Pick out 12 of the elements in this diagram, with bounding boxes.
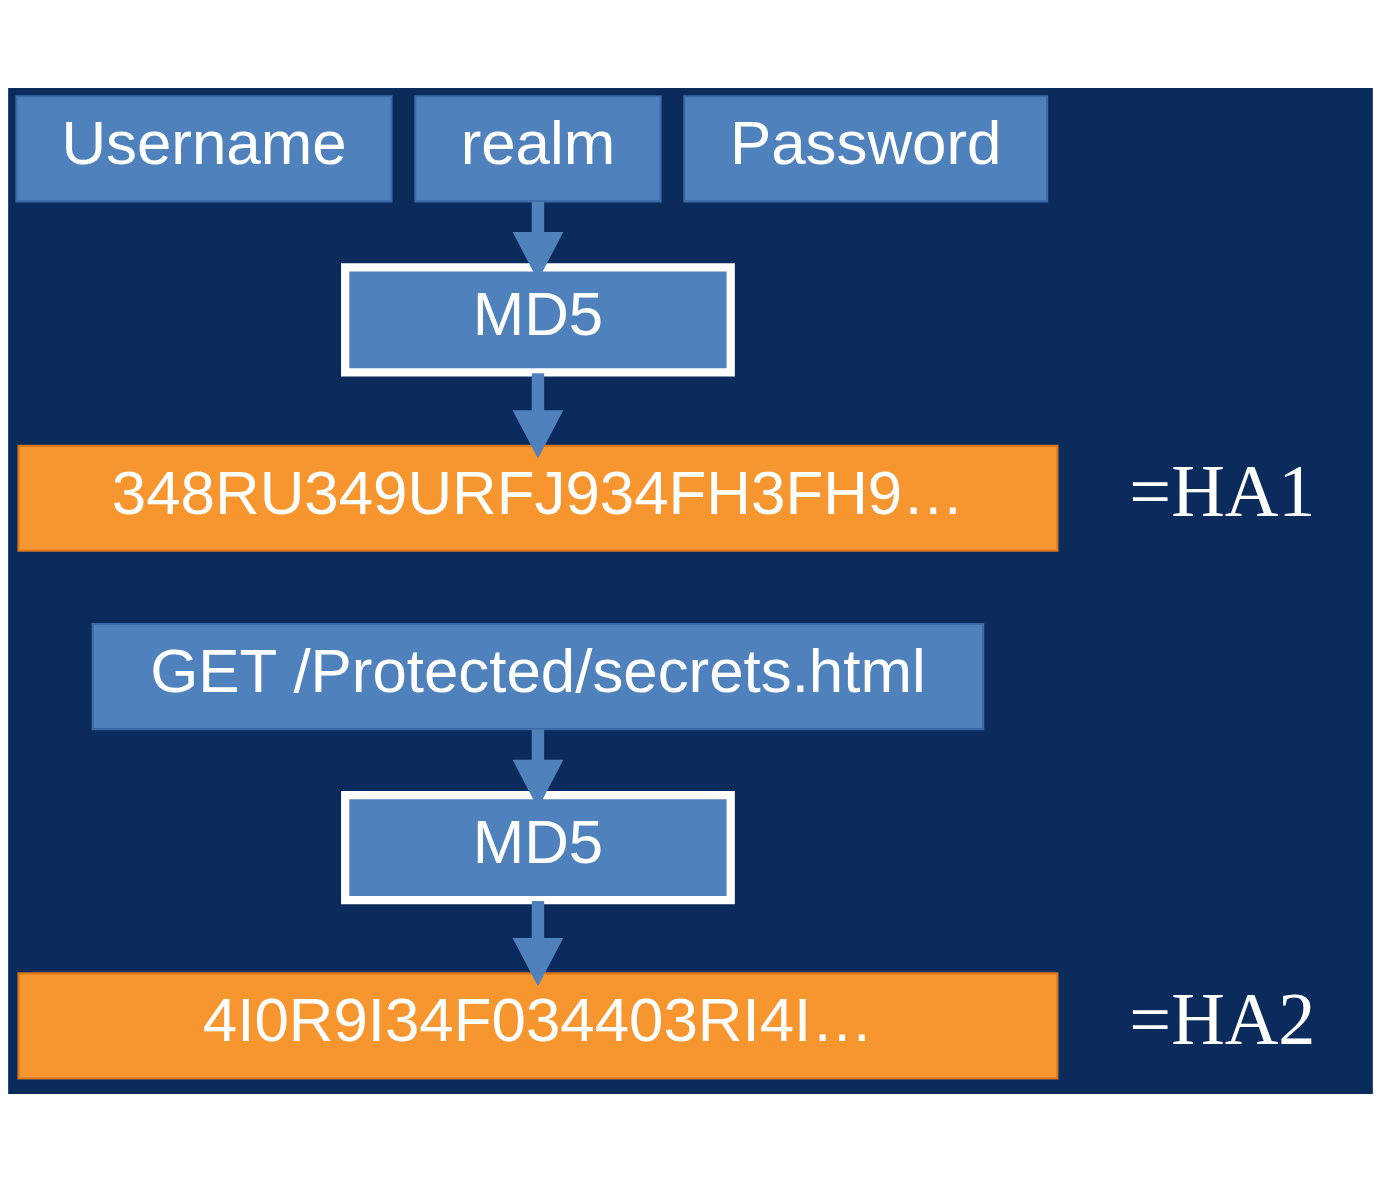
arrow <box>512 373 564 459</box>
node-box: MD5 <box>341 263 735 377</box>
node-label: =HA2 <box>1129 978 1316 1061</box>
node-box: Password <box>683 95 1049 203</box>
node-box: realm <box>414 95 662 203</box>
node-box: 348RU349URFJ934FH3FH9… <box>17 444 1059 552</box>
node-box: MD5 <box>341 790 735 905</box>
node-box: GET /Protected/secrets.html <box>91 622 985 731</box>
node-label: =HA1 <box>1129 450 1316 533</box>
node-box: 4I0R9I34F034403RI4I… <box>17 972 1059 1080</box>
node-box: Username <box>15 95 393 203</box>
arrow <box>512 901 564 987</box>
